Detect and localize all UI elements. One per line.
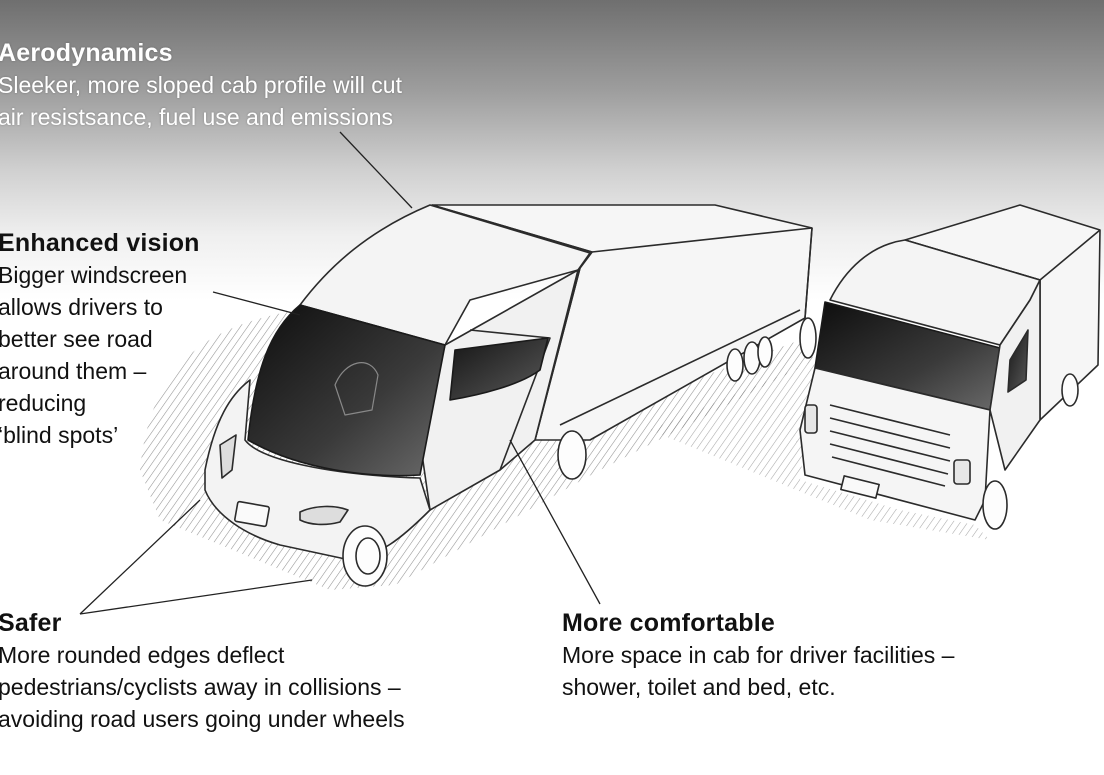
leader-line-safer-1 [79,499,201,615]
vision-line: around them – [0,358,147,384]
callout-aerodynamics: Aerodynamics Sleeker, more sloped cab pr… [0,38,518,133]
aerodynamics-line: Sleeker, more sloped cab profile will cu… [0,72,402,98]
aerodynamics-title: Aerodynamics [0,39,173,67]
callout-more-comfortable: More comfortable More space in cab for d… [562,608,1062,703]
leader-line-vision [212,291,301,316]
vision-title: Enhanced vision [0,229,200,257]
comfort-title: More comfortable [562,609,775,637]
leader-line-safer-2 [79,579,313,615]
conventional-truck-shadow [650,360,990,540]
comfort-line: shower, toilet and bed, etc. [562,674,836,700]
conventional-truck [799,204,1101,530]
callout-enhanced-vision: Enhanced vision Bigger windscreen allows… [0,228,238,451]
vision-line: ‘blind spots’ [0,422,119,448]
safer-line: More rounded edges deflect [0,642,285,668]
comfort-line: More space in cab for driver facilities … [562,642,955,668]
vision-line: reducing [0,390,87,416]
leader-lines [79,131,601,615]
callout-safer: Safer More rounded edges deflect pedestr… [0,608,498,735]
futuristic-truck [204,204,813,587]
vision-line: Bigger windscreen [0,262,188,288]
vision-line: allows drivers to [0,294,163,320]
vision-line: better see road [0,326,153,352]
safer-line: pedestrians/cyclists away in collisions … [0,674,401,700]
aerodynamics-line: air resistsance, fuel use and emissions [0,104,394,130]
safer-line: avoiding road users going under wheels [0,706,405,732]
safer-title: Safer [0,609,62,637]
leader-line-comfort [509,439,601,605]
leader-line-aerodynamics [339,131,413,209]
